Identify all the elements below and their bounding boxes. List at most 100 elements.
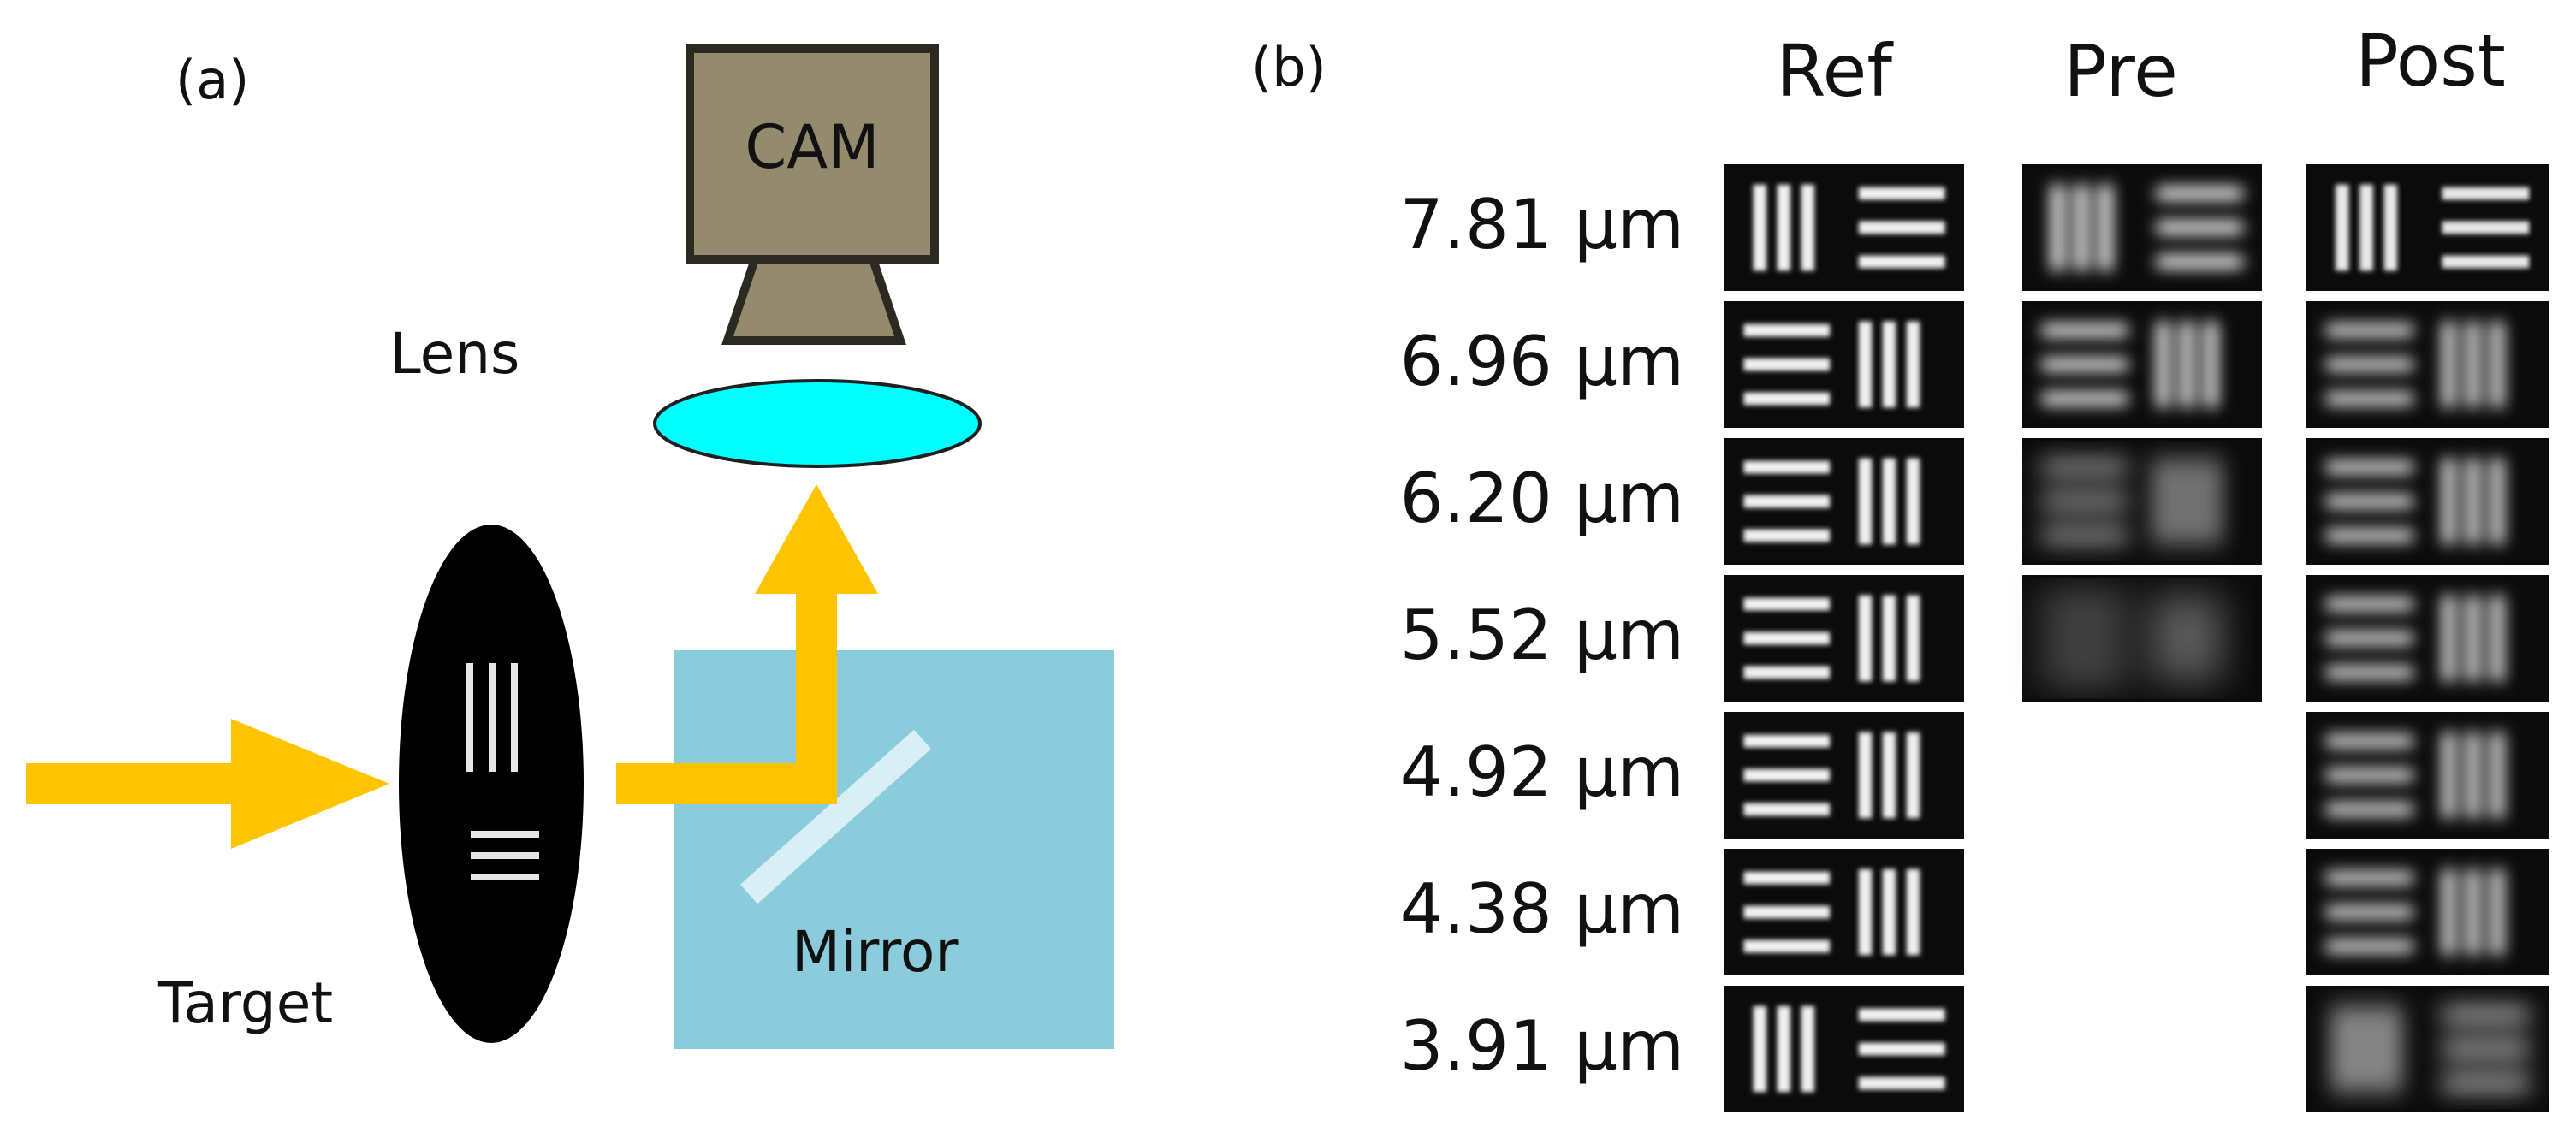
horizontal-bar [2325, 768, 2413, 782]
bar-pattern [2335, 1005, 2530, 1093]
horizontal-bar [2442, 1008, 2530, 1022]
vertical-bar [1882, 868, 1896, 956]
vertical-bar [2335, 184, 2349, 271]
ref-image-tile [1724, 849, 1964, 975]
vertical-bar [2442, 321, 2456, 408]
row-label: 4.92 µm [1400, 732, 1684, 812]
horizontal-bar [2442, 255, 2530, 269]
horizontal-bar [1858, 187, 1945, 200]
vertical-bar [1882, 595, 1896, 682]
vertical-bar [2335, 1005, 2349, 1093]
row-label: 3.91 µm [1400, 1006, 1684, 1086]
horizontal-bar [1743, 871, 1831, 885]
pre-image-pattern [2022, 575, 2262, 702]
bar-pattern [2325, 458, 2504, 545]
vertical-bar [2490, 868, 2504, 956]
post-image-tile [2306, 712, 2549, 839]
vertical-bar [2359, 184, 2373, 271]
bar-pattern [2325, 868, 2504, 956]
post-image-tile [2306, 164, 2549, 291]
vertical-bar [2466, 595, 2480, 682]
horizontal-bar [2041, 392, 2128, 406]
column-header-post: Post [2355, 19, 2506, 103]
bar-pattern [1743, 321, 1920, 408]
horizontal-bar [2325, 631, 2413, 645]
image-grid [1724, 164, 2549, 1112]
lens-label: Lens [389, 321, 519, 387]
ref-image-tile [1724, 712, 1964, 839]
vertical-bar [2156, 458, 2170, 545]
vertical-bar [2074, 184, 2088, 271]
vertical-bar [2442, 868, 2456, 956]
horizontal-bar [2156, 187, 2243, 200]
row-label: 4.38 µm [1400, 869, 1684, 949]
horizontal-bar [2325, 905, 2413, 919]
horizontal-bar [1743, 939, 1831, 953]
bar-pattern [2051, 184, 2243, 271]
vertical-bar [2180, 321, 2194, 408]
horizontal-bar [2041, 631, 2128, 645]
bar-pattern [2325, 595, 2504, 682]
horizontal-bar [2442, 187, 2530, 200]
vertical-bar [2156, 321, 2170, 408]
panel-b-label: (b) [1251, 36, 1327, 98]
camera-icon: CAM [686, 44, 939, 345]
post-image-tile [2306, 986, 2549, 1112]
bar-pattern [1743, 458, 1920, 545]
vertical-bar [2466, 458, 2480, 545]
vertical-bar [1858, 732, 1873, 819]
horizontal-bar [2442, 221, 2530, 234]
folded-beam-arrow [616, 484, 878, 804]
horizontal-bar [1743, 734, 1831, 748]
vertical-bar [2442, 595, 2456, 682]
ref-image-tile [1724, 986, 1964, 1112]
horizontal-bar [2442, 1076, 2530, 1090]
horizontal-bar [1743, 768, 1831, 782]
vertical-bar [2490, 595, 2504, 682]
camera-label: CAM [745, 112, 879, 182]
horizontal-bar [1858, 1076, 1945, 1090]
horizontal-bar [2442, 1042, 2530, 1056]
horizontal-bar [2325, 734, 2413, 748]
vertical-bar [2359, 1005, 2373, 1093]
vertical-bar [1753, 184, 1766, 271]
horizontal-bar [1743, 460, 1831, 474]
row-label: 7.81 µm [1400, 185, 1684, 264]
vertical-bar [2180, 458, 2194, 545]
horizontal-bar [2325, 358, 2413, 371]
row-labels: 7.81 µm6.96 µm6.20 µm5.52 µm4.92 µm4.38 … [1400, 185, 1684, 1086]
vertical-bar [1906, 732, 1920, 819]
horizontal-bar [2041, 666, 2128, 679]
post-image-tile [2306, 849, 2549, 975]
ref-image-tile [1724, 438, 1964, 565]
vertical-bar [2490, 732, 2504, 819]
horizontal-bar [1743, 631, 1831, 645]
post-image-tile [2306, 438, 2549, 565]
vertical-bar [2466, 321, 2480, 408]
ref-image-tile [1724, 164, 1964, 291]
horizontal-bar [1743, 392, 1831, 406]
vertical-bar [1858, 868, 1873, 956]
vertical-bar [1906, 868, 1920, 956]
vertical-bar [1906, 321, 1920, 408]
column-header-pre: Pre [2063, 29, 2178, 113]
horizontal-bar [2325, 871, 2413, 885]
horizontal-bar [1743, 905, 1831, 919]
vertical-bar [2204, 321, 2218, 408]
panel-a-label: (a) [175, 49, 249, 111]
horizontal-bar [2325, 939, 2413, 953]
vertical-bar [1882, 321, 1896, 408]
horizontal-bar [2325, 392, 2413, 406]
horizontal-bar [2041, 358, 2128, 371]
horizontal-bar [1858, 1042, 1945, 1056]
horizontal-bar [1858, 221, 1945, 234]
row-label: 5.52 µm [1400, 596, 1684, 675]
horizontal-bar [1743, 358, 1831, 371]
horizontal-bar [2325, 529, 2413, 542]
horizontal-bar [2325, 666, 2413, 679]
vertical-bar [1858, 595, 1873, 682]
row-label: 6.20 µm [1400, 459, 1684, 538]
lens-icon [653, 379, 982, 468]
panel-b: (b) Ref Pre Post 7.81 µm6.96 µm6.20 µm5.… [1251, 19, 2549, 1112]
horizontal-bar [1858, 1008, 1945, 1022]
